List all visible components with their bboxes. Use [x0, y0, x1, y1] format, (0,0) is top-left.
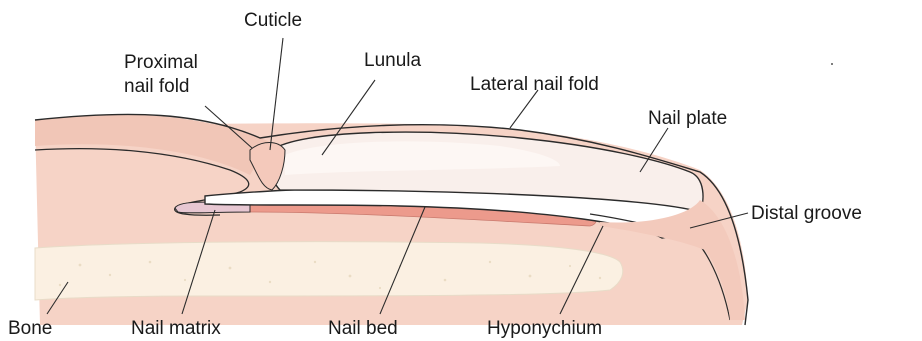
- label-bone: Bone: [8, 318, 52, 339]
- leader-lateral-nail-fold: [510, 90, 538, 128]
- label-nail-bed: Nail bed: [328, 318, 398, 339]
- bone-shape: [35, 242, 623, 300]
- label-proximal-nail-fold-line1: Proximal: [124, 52, 198, 73]
- label-distal-groove: Distal groove: [751, 203, 862, 224]
- label-nail-plate: Nail plate: [648, 108, 727, 129]
- label-nail-matrix: Nail matrix: [131, 318, 221, 339]
- label-cuticle: Cuticle: [244, 10, 302, 31]
- label-proximal-nail-fold-line2: nail fold: [124, 76, 190, 97]
- label-lateral-nail-fold: Lateral nail fold: [470, 74, 599, 95]
- speck: [831, 63, 833, 65]
- label-hyponychium: Hyponychium: [487, 318, 602, 339]
- label-lunula: Lunula: [364, 50, 421, 71]
